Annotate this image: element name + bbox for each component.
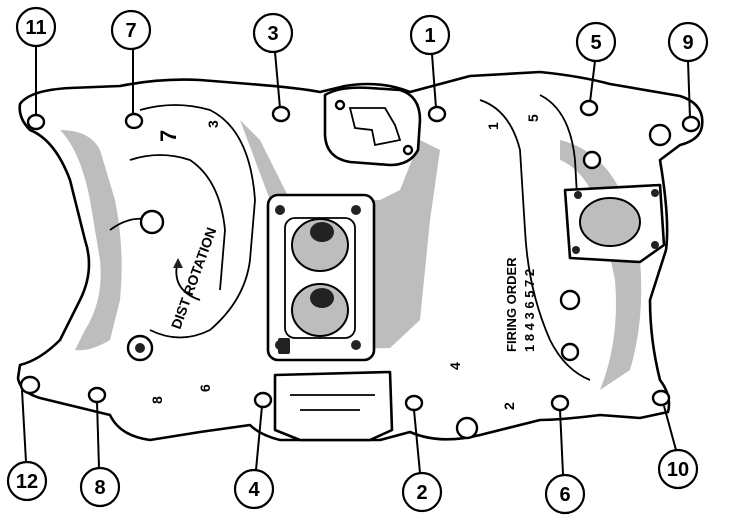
egr-bolt [651, 241, 659, 249]
thermostat-port [348, 107, 402, 147]
leader-line [274, 51, 281, 109]
leader-line [589, 60, 596, 103]
bolt-hole-1 [427, 105, 447, 123]
carb-stud [351, 340, 361, 350]
callout-11: 11 [15, 6, 57, 48]
callout-12: 12 [6, 460, 48, 502]
callout-number: 1 [424, 25, 435, 47]
bolt-hole-5 [579, 99, 599, 117]
boss [559, 289, 581, 311]
callout-9: 9 [667, 21, 709, 63]
bolt-hole-3 [271, 105, 291, 123]
callout-4: 4 [233, 468, 275, 510]
boss [560, 342, 580, 362]
callout-number: 6 [559, 484, 570, 506]
port-number: 1 [485, 122, 501, 130]
bolt-hole-10 [651, 389, 671, 407]
callout-number: 12 [16, 471, 38, 493]
callout-10: 10 [657, 448, 699, 490]
callout-number: 8 [94, 477, 105, 499]
bolt-hole-12 [19, 375, 41, 395]
boss [582, 150, 602, 170]
egr-port [579, 197, 641, 247]
leader-line [413, 409, 421, 474]
bolt-hole-7 [124, 112, 144, 130]
bolt-hole-6 [550, 394, 570, 412]
callout-3: 3 [252, 12, 294, 54]
vacuum-fitting [278, 338, 290, 354]
port-number: 7 [156, 130, 181, 142]
left-runner-1 [139, 104, 256, 339]
boss [648, 123, 672, 147]
egr-bolt [574, 191, 582, 199]
callout-number: 3 [267, 23, 278, 45]
leader-line [96, 401, 100, 469]
leader-line [663, 405, 677, 451]
callout-number: 2 [416, 482, 427, 504]
callout-6: 6 [544, 473, 586, 515]
right-runner-2 [539, 94, 581, 251]
boss [139, 209, 165, 235]
callout-5: 5 [575, 21, 617, 63]
callout-number: 10 [667, 459, 689, 481]
right-runner-1 [479, 99, 591, 381]
egr-bolt [651, 189, 659, 197]
egr-bolt [572, 246, 580, 254]
port-number: 4 [447, 362, 463, 370]
leader-line [559, 409, 564, 475]
leader-line [687, 60, 691, 119]
thermostat-bolt [334, 99, 346, 111]
callout-2: 2 [401, 471, 443, 513]
firing-order-text: FIRING ORDER [504, 257, 519, 352]
callout-8: 8 [79, 466, 121, 508]
callout-number: 9 [682, 32, 693, 54]
bolt-hole-2 [404, 394, 424, 412]
bolt-hole-8 [87, 386, 107, 404]
port-number: 5 [525, 114, 541, 122]
port-number: 6 [197, 384, 213, 392]
port-number: 2 [501, 402, 517, 410]
left-runner-2 [129, 154, 226, 291]
rotation-arrowhead [173, 258, 183, 268]
leader-line [255, 405, 263, 471]
carb-bore-secondary [291, 283, 349, 337]
bolt-hole-9 [681, 115, 701, 133]
port-number: 8 [149, 396, 165, 404]
firing-order-sequence: 1 8 4 3 6 5 7 2 [522, 269, 537, 352]
callout-number: 5 [590, 32, 601, 54]
callout-1: 1 [409, 14, 451, 56]
bolt-hole-4 [253, 391, 273, 409]
callout-number: 11 [25, 17, 46, 39]
boss-center [135, 343, 145, 353]
carb-bore-secondary-throat [310, 288, 334, 308]
callout-number: 4 [248, 479, 260, 501]
leader-line [21, 389, 27, 463]
callout-7: 7 [110, 9, 152, 51]
left-runner-shade [60, 130, 122, 351]
thermostat-pad [323, 86, 422, 167]
thermostat-bolt [402, 144, 414, 156]
port-number: 3 [205, 120, 221, 128]
bolt-hole-11 [26, 113, 46, 131]
leader-line [431, 53, 437, 109]
carb-stud [275, 205, 285, 215]
boss [455, 416, 479, 440]
carb-bore-primary-throat [310, 222, 334, 242]
carb-stud [351, 205, 361, 215]
lower-bracket [273, 370, 394, 442]
callout-number: 7 [125, 20, 136, 42]
lower-bracket-rib [290, 394, 375, 411]
